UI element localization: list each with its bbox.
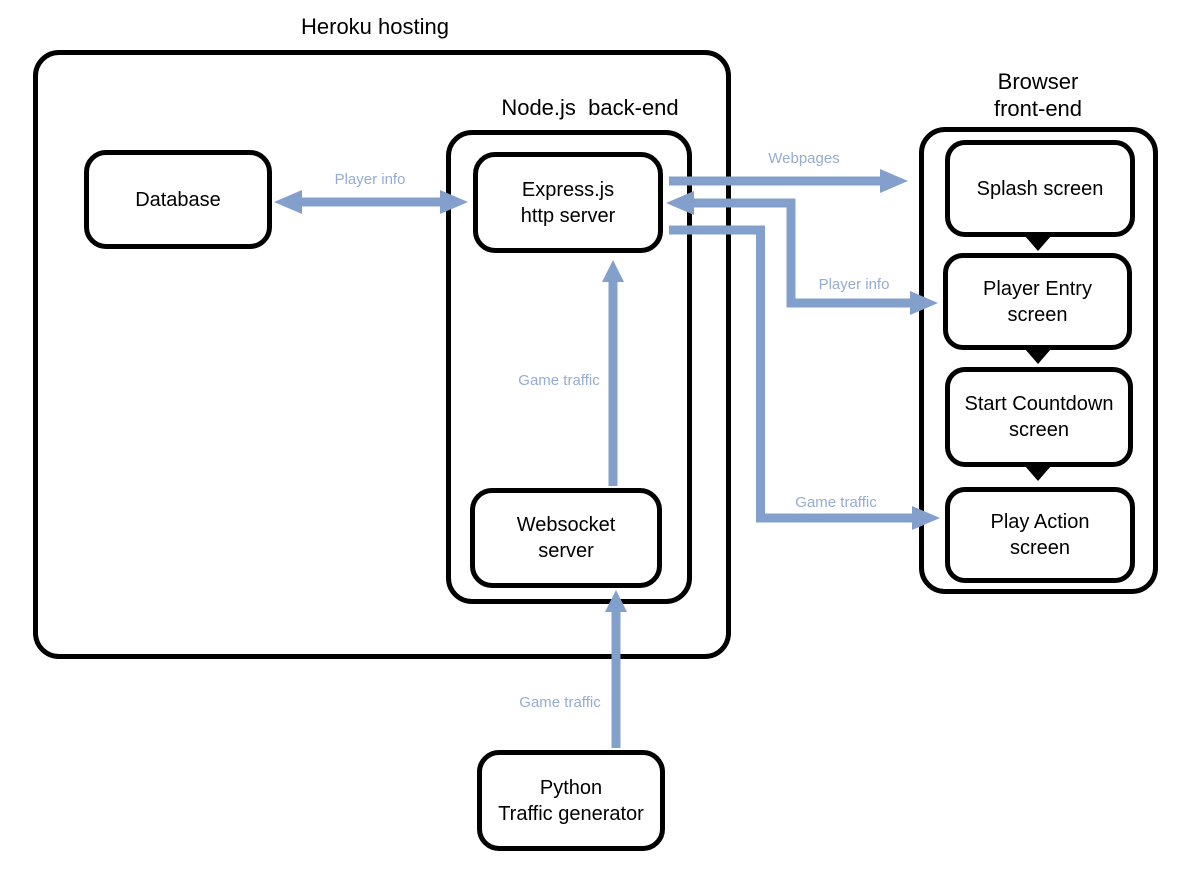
database-label: Database (135, 188, 221, 211)
browser-frontend-title: Browser front-end (993, 69, 1083, 121)
player-entry-screen-label: Player Entry screen (983, 277, 1092, 326)
browser-frontend-container (919, 127, 1158, 594)
python-traffic-generator-node: Python Traffic generator (477, 750, 665, 851)
edge-label-game-traffic-play-action: Game traffic (795, 494, 877, 511)
edge-express-splash-arrowhead (880, 169, 908, 193)
heroku-hosting-title: Heroku hosting (301, 14, 449, 39)
websocket-server-node: Websocket server (470, 488, 662, 588)
start-countdown-screen-node: Start Countdown screen (945, 367, 1133, 467)
play-action-screen-node: Play Action screen (945, 487, 1135, 583)
edge-label-game-traffic-websocket: Game traffic (518, 372, 600, 389)
splash-screen-label: Splash screen (976, 177, 1104, 200)
python-traffic-generator-label: Python Traffic generator (498, 776, 644, 825)
nodejs-backend-title: Node.js back-end (501, 95, 679, 120)
edge-label-webpages: Webpages (768, 150, 840, 167)
express-http-server-label: Express.js http server (520, 178, 616, 227)
express-http-server-node: Express.js http server (473, 152, 663, 253)
splash-screen-node: Splash screen (945, 140, 1135, 237)
start-countdown-screen-label: Start Countdown screen (964, 393, 1114, 441)
database-node: Database (84, 150, 272, 249)
play-action-screen-label: Play Action screen (990, 511, 1090, 559)
websocket-server-label: Websocket server (516, 514, 616, 562)
edge-label-player-info-db: Player info (334, 171, 406, 188)
player-entry-screen-node: Player Entry screen (943, 253, 1132, 350)
edge-label-game-traffic-python: Game traffic (519, 694, 601, 711)
edge-label-player-info-entry: Player info (818, 276, 890, 293)
